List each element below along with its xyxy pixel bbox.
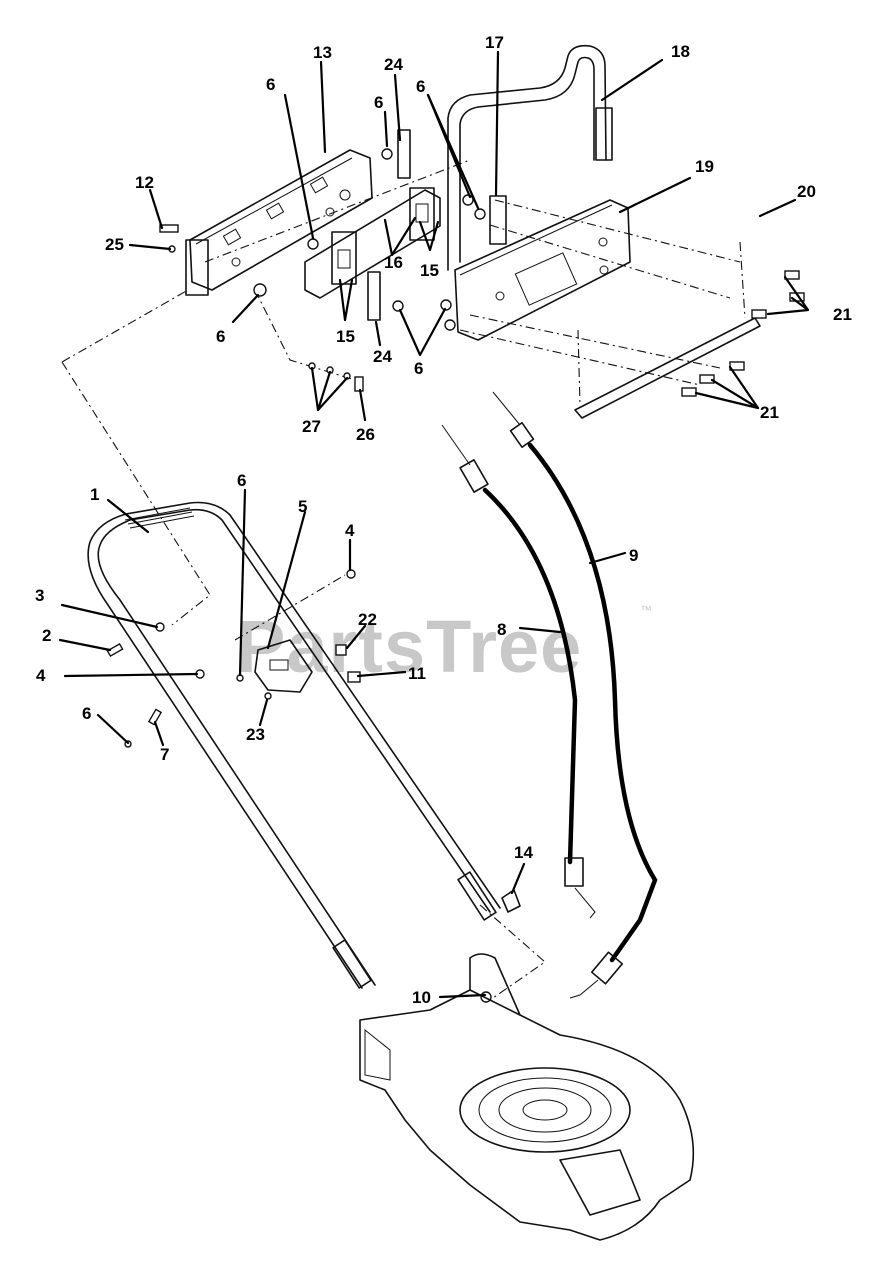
watermark-trademark: ™ [640,603,652,617]
part-19-bracket-plate [454,195,631,341]
callout-24: 24 [384,55,403,74]
callout-11: 11 [408,664,426,683]
callout-8: 8 [497,620,506,639]
callout-1: 1 [90,485,99,504]
callout-14: 14 [514,843,533,862]
callout-15: 15 [336,327,355,346]
part-20-plate [574,241,761,419]
callout-6: 6 [82,704,91,723]
hardware [159,148,805,397]
callout-17: 17 [485,33,504,52]
callout-24: 24 [373,347,392,366]
part-18-upper-handle [447,44,613,271]
callout-25: 25 [105,235,124,254]
callout-15: 15 [420,261,439,280]
callout-3: 3 [35,586,44,605]
callout-10: 10 [412,988,431,1007]
part-16-clip-bracket [304,129,441,321]
mower-deck [359,953,695,1241]
callout-19: 19 [695,157,714,176]
callout-20: 20 [797,182,816,201]
leader-lines [58,50,810,999]
assembly-lines [61,159,741,1001]
small-parts [106,569,521,1003]
callout-6: 6 [416,77,425,96]
part-13-bracket-plate [185,149,373,296]
callout-18: 18 [671,42,690,61]
callout-6: 6 [414,359,423,378]
callout-2: 2 [42,626,51,645]
callout-21: 21 [760,403,779,422]
part-1-lower-handle [87,501,501,989]
callout-9: 9 [629,546,638,565]
callout-6: 6 [266,75,275,94]
callout-6: 6 [374,93,383,112]
callout-6: 6 [237,471,246,490]
callout-labels: 13 6 24 6 6 17 18 19 20 21 21 12 25 6 15… [35,33,852,1007]
part-5-bracket [254,639,313,693]
callout-13: 13 [313,43,332,62]
callout-16: 16 [384,253,403,272]
callout-21: 21 [833,305,852,324]
callout-22: 22 [358,610,377,629]
callout-12: 12 [135,173,154,192]
callout-26: 26 [356,425,375,444]
callout-4: 4 [36,666,46,685]
cables [441,391,658,999]
callout-4: 4 [345,521,355,540]
callout-5: 5 [298,497,307,516]
callout-23: 23 [246,725,265,744]
callout-7: 7 [160,745,169,764]
callout-27: 27 [302,417,321,436]
callout-6: 6 [216,327,225,346]
